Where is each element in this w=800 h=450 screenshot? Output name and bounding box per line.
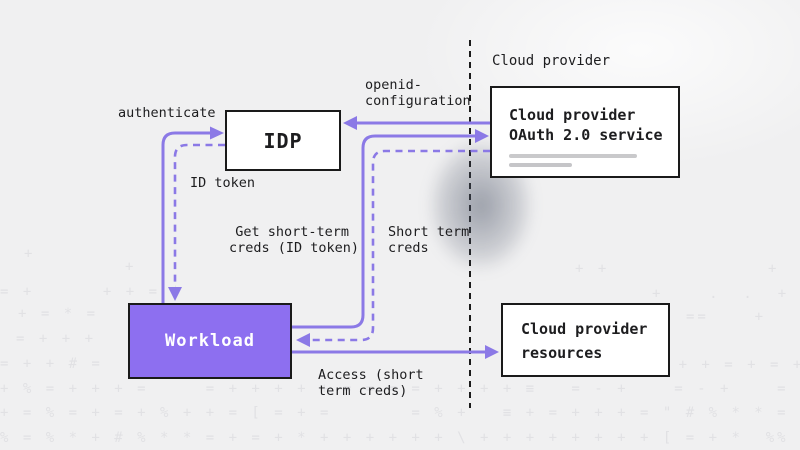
edge-label-access-line1: Access (short [318, 367, 424, 383]
resources-title-line1: Cloud provider [521, 320, 648, 338]
oauth-service-title-line2: OAuth 2.0 service [509, 126, 663, 144]
resources-title-line2: resources [521, 344, 603, 362]
idp-label: IDP [263, 128, 303, 153]
oauth-service-node: Cloud provider OAuth 2.0 service [490, 86, 680, 178]
edge-label-openid-line1: openid- [365, 77, 422, 93]
idp-node: IDP [225, 110, 341, 171]
skeleton-line-1 [509, 154, 637, 158]
edge-label-get-line2: creds (ID token) [229, 240, 360, 256]
edge-label-short-line2: creds [388, 240, 429, 256]
workload-label: Workload [165, 331, 255, 351]
oauth-service-title-line1: Cloud provider [509, 106, 636, 124]
authenticate-arrow [161, 126, 224, 303]
id-token-arrow [168, 143, 225, 301]
edge-label-get-short-term-creds: Get short-term creds (ID token) [229, 224, 360, 256]
edge-label-access: Access (short term creds) [318, 367, 424, 399]
edge-label-short-term-creds: Short term creds [388, 224, 469, 256]
cloud-provider-region-label: Cloud provider [492, 53, 611, 69]
edge-label-get-line1: Get short-term [235, 224, 349, 240]
edge-label-access-line2: term creds) [318, 383, 408, 399]
edge-label-short-line1: Short term [388, 224, 470, 240]
resources-node: Cloud provider resources [501, 303, 670, 377]
edge-label-openid-line2: configuration [365, 93, 471, 109]
edge-label-id-token: ID token [190, 175, 256, 191]
skeleton-line-2 [509, 163, 572, 167]
edge-label-authenticate: authenticate [118, 105, 216, 121]
edge-label-openid-configuration: openid- configuration [365, 77, 471, 109]
workload-node: Workload [128, 303, 292, 379]
access-arrow [292, 345, 499, 359]
openid-configuration-arrow [343, 116, 490, 130]
